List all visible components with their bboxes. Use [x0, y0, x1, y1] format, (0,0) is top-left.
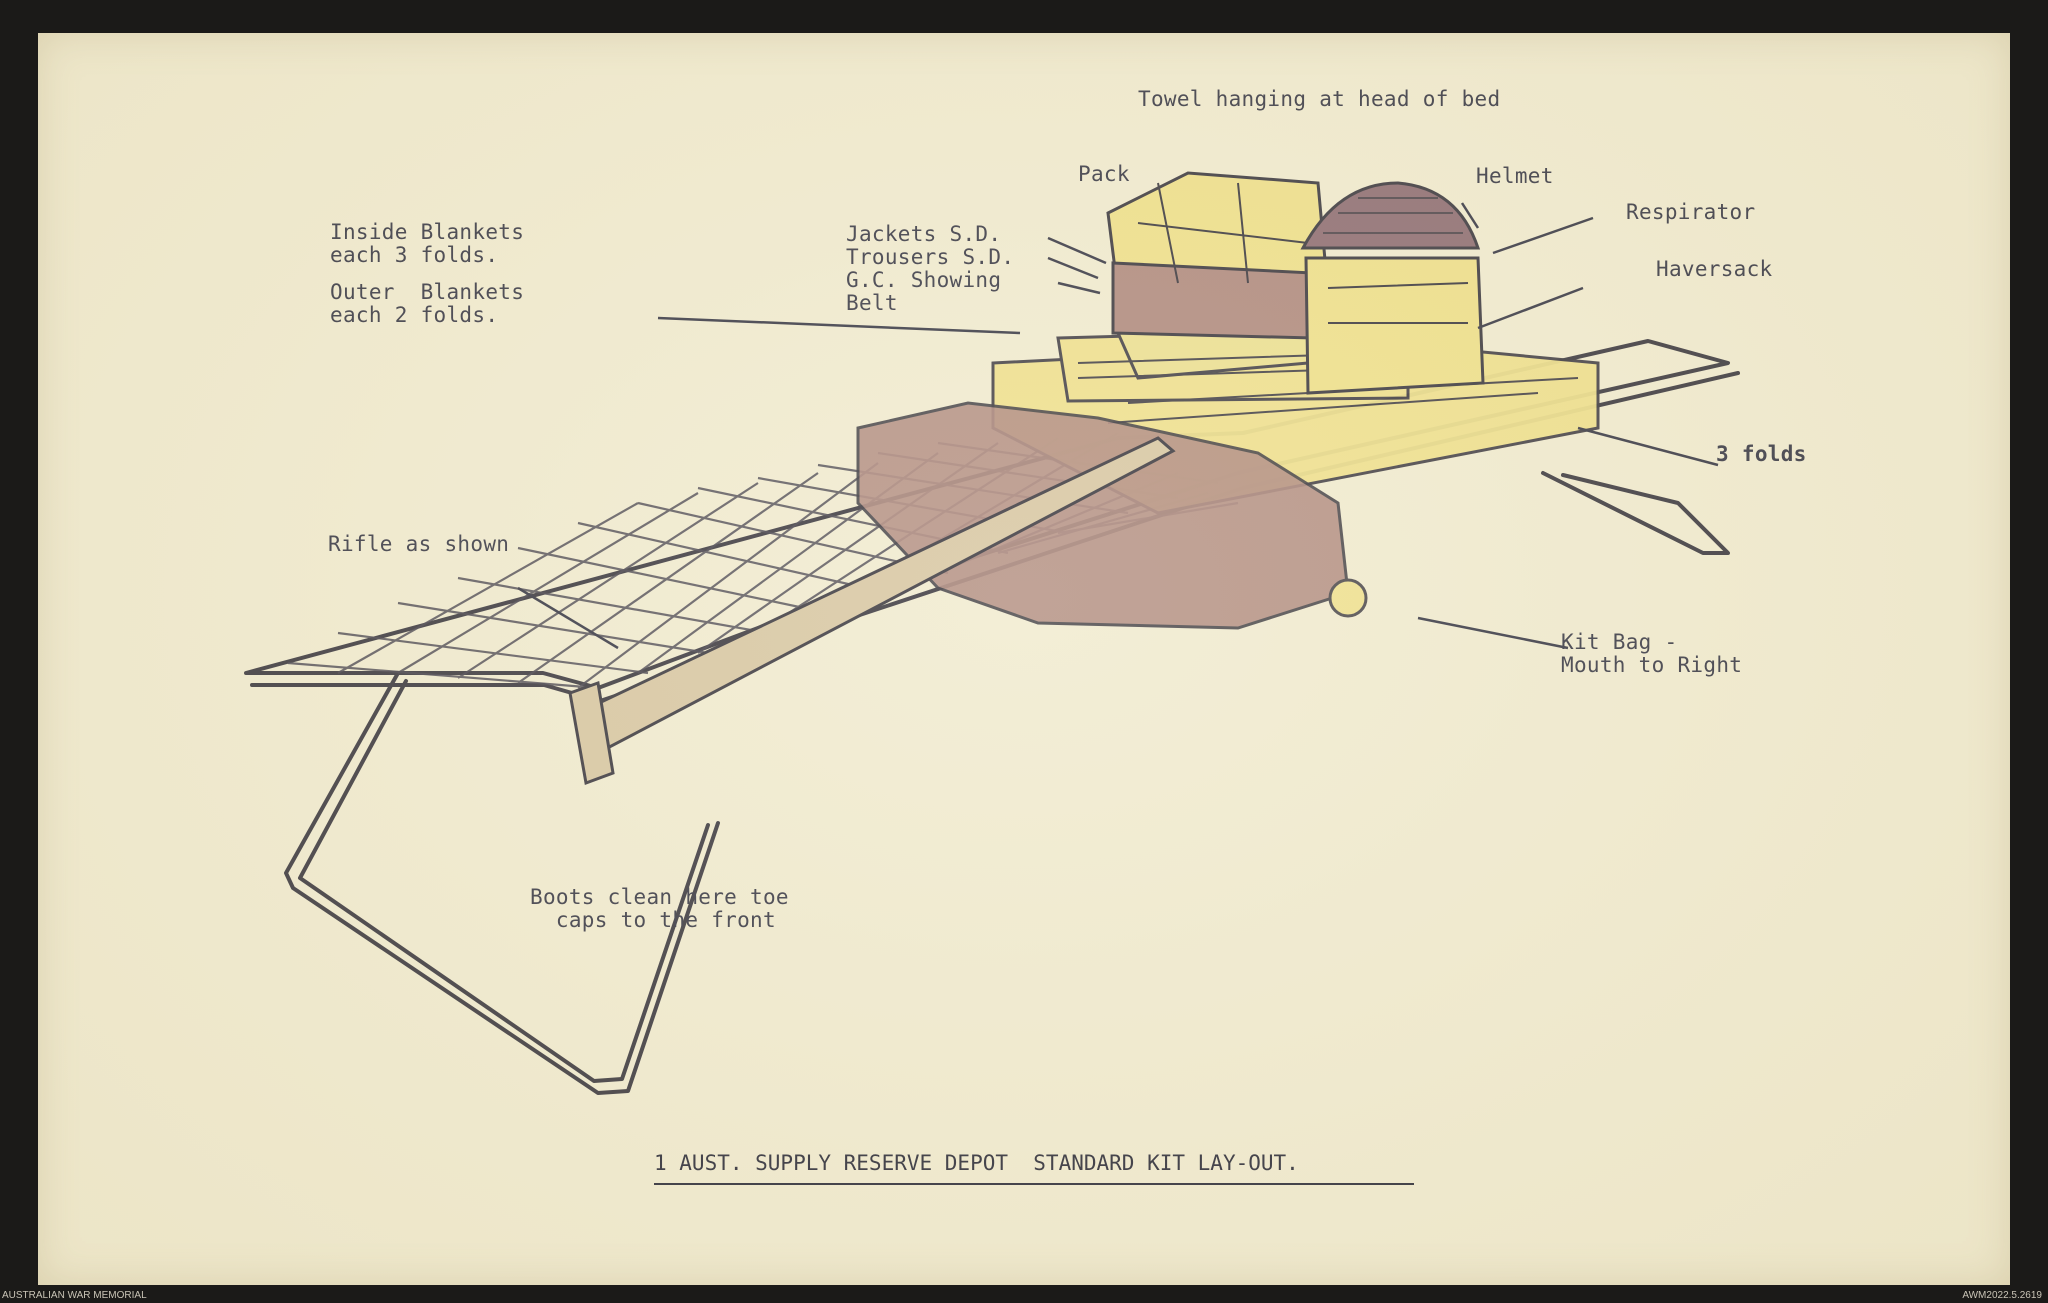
- kit-layout-illustration: [244, 171, 1740, 1095]
- leader-lines: [517, 202, 1719, 650]
- bed-legs: [284, 671, 720, 1095]
- document-sheet: Towel hanging at head of bed Pack Helmet…: [38, 33, 2010, 1285]
- footer-right: AWM2022.5.2619: [1962, 1290, 2042, 1301]
- page-title: 1 AUST. SUPPLY RESERVE DEPOT STANDARD KI…: [654, 1151, 1299, 1175]
- kit-bag: [856, 401, 1368, 630]
- label-haversack: Haversack: [1656, 257, 1773, 281]
- label-helmet: Helmet: [1476, 164, 1554, 188]
- label-inside-blankets: Inside Blankets each 3 folds.: [330, 220, 525, 267]
- label-outer-blankets: Outer Blankets each 2 folds.: [330, 280, 525, 327]
- label-three-folds: 3 folds: [1716, 442, 1807, 466]
- footer-left: AUSTRALIAN WAR MEMORIAL: [2, 1290, 147, 1301]
- title-underline: [654, 1183, 1414, 1185]
- rifle: [568, 436, 1176, 786]
- haversack: [1304, 256, 1485, 395]
- label-boots: Boots clean here toe caps to the front: [530, 885, 789, 932]
- pack-bundle: [1106, 171, 1330, 340]
- helmet: [1300, 181, 1481, 250]
- label-towel: Towel hanging at head of bed: [1138, 87, 1501, 111]
- label-rifle: Rifle as shown: [328, 532, 510, 556]
- label-respirator: Respirator: [1626, 200, 1756, 224]
- label-kit-bag: Kit Bag - Mouth to Right: [1561, 630, 1743, 677]
- label-pack: Pack: [1078, 162, 1130, 186]
- label-jackets: Jackets S.D. Trousers S.D. G.C. Showing …: [846, 222, 1015, 315]
